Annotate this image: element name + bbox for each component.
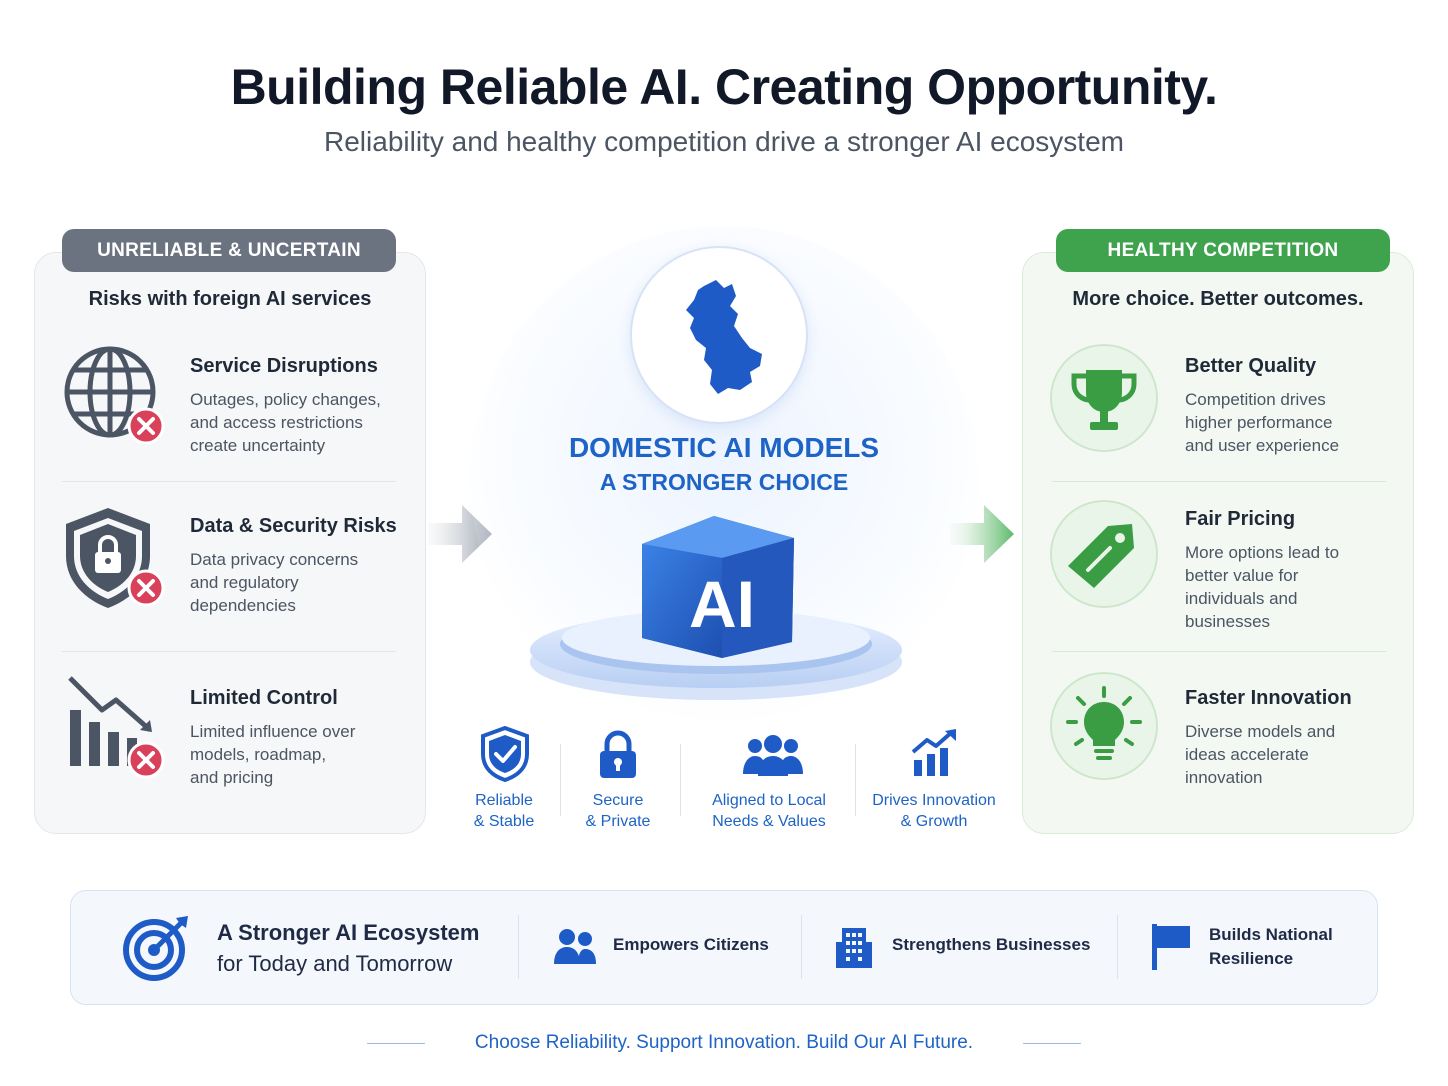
feature-aligned: Aligned to Local Needs & Values [712,792,826,830]
tagline-rule-left [367,1043,425,1044]
page-title: Building Reliable AI. Creating Opportuni… [230,59,1218,115]
unreliable-badge: UNRELIABLE & UNCERTAIN [62,229,396,272]
item-desc-faster-innovation: Diverse models and ideas accelerate inno… [1185,722,1336,787]
center-title: DOMESTIC AI MODELS [568,432,880,463]
banner-item-citizens: Empowers Citizens [613,935,769,954]
chart-down-x-icon [62,672,170,782]
trophy-icon [1071,370,1137,430]
citizens-icon [552,928,598,964]
item-title-service-disruptions: Service Disruptions [190,355,378,377]
item-title-limited-control: Limited Control [190,687,338,709]
separator [1117,915,1118,979]
divider [1052,481,1386,482]
page-subtitle: Reliability and healthy competition driv… [324,126,1124,157]
item-title-data-security: Data & Security Risks [190,515,397,537]
price-tag-circle [1050,500,1158,608]
padlock-icon [598,730,638,780]
tagline-rule-right [1023,1043,1081,1044]
feature-secure: Secure & Private [585,792,651,830]
separator [855,744,856,816]
building-icon [834,924,874,970]
flag-icon [1150,922,1192,972]
globe-x-icon [62,344,170,445]
growth-chart-icon [910,728,960,778]
feature-reliable: Reliable & Stable [473,792,535,830]
green-arrow-icon [950,503,1016,565]
banner-item-businesses: Strengthens Businesses [892,935,1091,954]
separator [680,744,681,816]
lightbulb-icon [1066,686,1142,760]
separator [801,915,802,979]
lightbulb-circle [1050,672,1158,780]
cube-ai-label: AI [689,567,755,641]
banner-subtitle: for Today and Tomorrow [217,951,453,976]
separator [518,915,519,979]
divider [62,651,396,652]
feature-innovation: Drives Innovation & Growth [872,792,996,830]
item-desc-limited-control: Limited influence over models, roadmap, … [190,722,356,787]
item-desc-service-disruptions: Outages, policy changes, and access rest… [190,390,381,455]
people-group-icon [742,734,804,778]
divider [1052,651,1386,652]
item-desc-fair-pricing: More options lead to better value for in… [1185,543,1340,631]
shield-lock-x-icon [62,504,170,612]
competition-heading: More choice. Better outcomes. [1072,288,1364,310]
item-title-fair-pricing: Fair Pricing [1185,508,1296,530]
price-tag-icon [1068,524,1134,588]
risks-heading: Risks with foreign AI services [88,288,372,310]
divider [62,481,396,482]
map-circle [630,246,808,424]
country-map-icon [686,280,762,394]
competition-badge: HEALTHY COMPETITION [1056,229,1390,272]
separator [560,744,561,816]
footer-tagline: Choose Reliability. Support Innovation. … [474,1032,974,1053]
item-desc-better-quality: Competition drives higher performance an… [1185,390,1340,455]
target-icon [120,914,192,982]
item-desc-data-security: Data privacy concerns and regulatory dep… [190,550,359,615]
trophy-circle [1050,344,1158,452]
banner-title: A Stronger AI Ecosystem [217,920,480,945]
item-title-faster-innovation: Faster Innovation [1185,687,1352,709]
item-title-better-quality: Better Quality [1185,355,1317,377]
ai-cube-platform [528,512,908,704]
center-subtitle: A STRONGER CHOICE [599,469,849,495]
shield-check-icon [480,725,530,783]
banner-item-resilience: Builds National Resilience [1209,925,1333,968]
